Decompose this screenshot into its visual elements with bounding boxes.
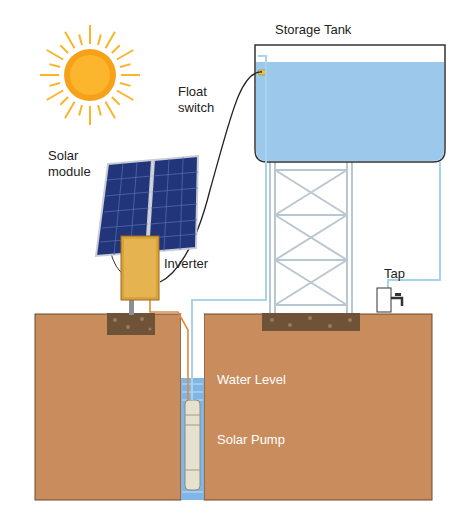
tower-foundation (262, 313, 360, 331)
water-level-label: Water Level (217, 372, 327, 388)
sun-ray (98, 34, 101, 45)
sun-ray (106, 102, 116, 118)
tap-body (377, 288, 391, 312)
sun-ray (121, 74, 140, 76)
water-ripples (182, 384, 203, 492)
sun-ray (106, 32, 116, 48)
sun-ray (65, 32, 75, 48)
sun-ray (98, 105, 101, 116)
sun-rays (40, 25, 140, 125)
pole-foundation (107, 313, 155, 335)
solar-pump (185, 400, 200, 490)
sun-ray (112, 97, 120, 105)
tap-label: Tap (384, 266, 424, 282)
sun (64, 49, 116, 101)
tap-handle (395, 293, 401, 296)
sun-ray (120, 83, 131, 86)
sun-ray (79, 34, 82, 45)
sun-ray (49, 64, 60, 67)
sun-core (70, 55, 110, 95)
pump-bands (185, 415, 200, 470)
tank-label: Storage Tank (275, 22, 395, 38)
inverter-box (121, 236, 159, 300)
soil-texture (113, 316, 352, 331)
sun-ray (89, 106, 91, 125)
sun-ray (40, 74, 59, 76)
inverter-face (124, 239, 156, 297)
pump-label: Solar Pump (217, 432, 327, 448)
ground-left (35, 314, 181, 500)
sun-ray (79, 105, 82, 116)
sun-ray (49, 83, 60, 86)
sun-ray (47, 50, 63, 60)
tap-spout (391, 298, 402, 306)
storage-tank (255, 45, 445, 162)
pump-cable (150, 300, 188, 400)
tank-water (256, 62, 444, 161)
module-label: Solar module (48, 148, 98, 180)
sun-ray (89, 25, 91, 44)
sun-ray (117, 50, 133, 60)
sun-ray (120, 64, 131, 67)
sun-ray (60, 45, 68, 53)
ground-right (204, 314, 432, 500)
water-pipes (192, 56, 440, 400)
sun-ray (60, 97, 68, 105)
sun-ray (117, 91, 133, 101)
float-switch-label: Float switch (178, 84, 222, 116)
sun-ray (112, 45, 120, 53)
sun-ray (65, 102, 75, 118)
tower-frame (270, 162, 352, 313)
inverter-label: Inverter (164, 256, 234, 272)
sun-ray (47, 91, 63, 101)
